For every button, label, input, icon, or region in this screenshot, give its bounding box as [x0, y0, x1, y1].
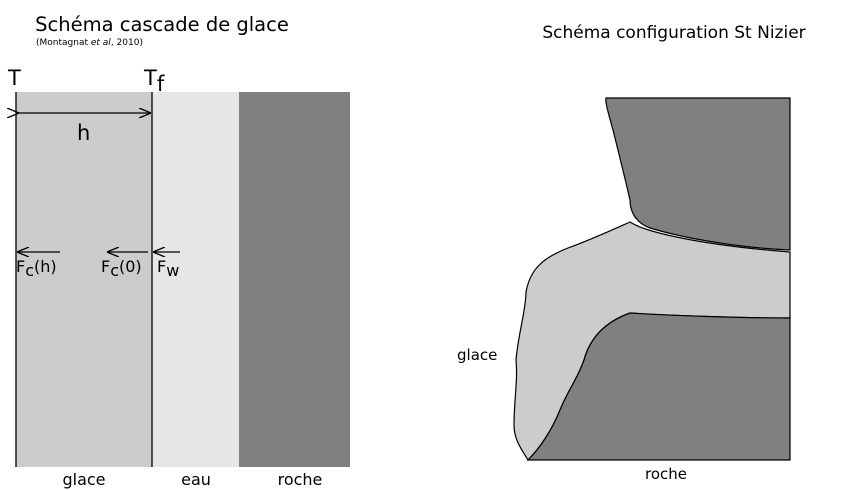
rock-zone-label: roche	[278, 470, 323, 489]
flux-fc-h-label: Fc(h)	[16, 257, 57, 280]
left-citation: (Montagnat et al, 2010)	[36, 38, 143, 48]
flux-fw-label: Fw	[157, 257, 179, 280]
temperature-label: T	[7, 66, 21, 90]
rock-zone	[239, 92, 350, 467]
lower-rock-shape	[526, 312, 791, 461]
upper-rock-shape	[605, 97, 791, 251]
thickness-label: h	[77, 121, 90, 145]
ice-zone	[16, 92, 152, 467]
right-rock-label: roche	[645, 465, 687, 483]
water-zone-label: eau	[181, 470, 211, 489]
ice-zone-label: glace	[62, 470, 105, 489]
water-zone	[152, 92, 239, 467]
freezing-temperature-label: Tf	[143, 66, 165, 96]
right-ice-label: glace	[457, 346, 497, 364]
left-title: Schéma cascade de glace	[35, 13, 289, 36]
flux-fc-0-label: Fc(0)	[101, 257, 142, 280]
right-title: Schéma configuration St Nizier	[542, 23, 805, 43]
